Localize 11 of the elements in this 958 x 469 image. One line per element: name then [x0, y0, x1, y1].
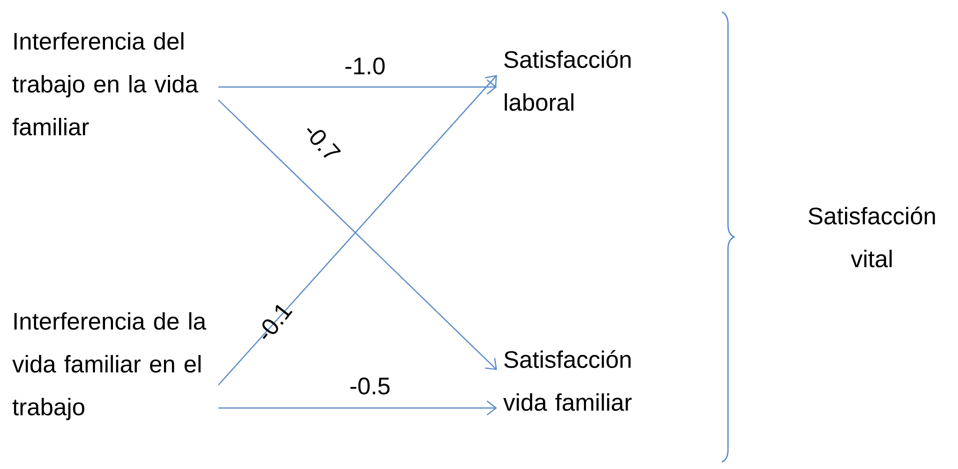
edge-label: -1.0 — [345, 58, 385, 74]
arrow — [218, 80, 497, 94]
edge-label: -0.7 — [306, 128, 341, 158]
edge-label: -0.1 — [262, 304, 292, 340]
arrow — [218, 400, 497, 416]
label-text: Satisfacción vida familiar — [503, 350, 632, 411]
label-text: Interferencia de la vida familiar en el trabajo — [12, 312, 206, 420]
label-text: Satisfacción laboral — [504, 50, 631, 111]
label-text: Interferencia del trabajo en la vida familiar — [12, 32, 198, 136]
label-text: Satisfacción vital — [808, 206, 935, 268]
edge-label: -0.5 — [350, 378, 390, 394]
